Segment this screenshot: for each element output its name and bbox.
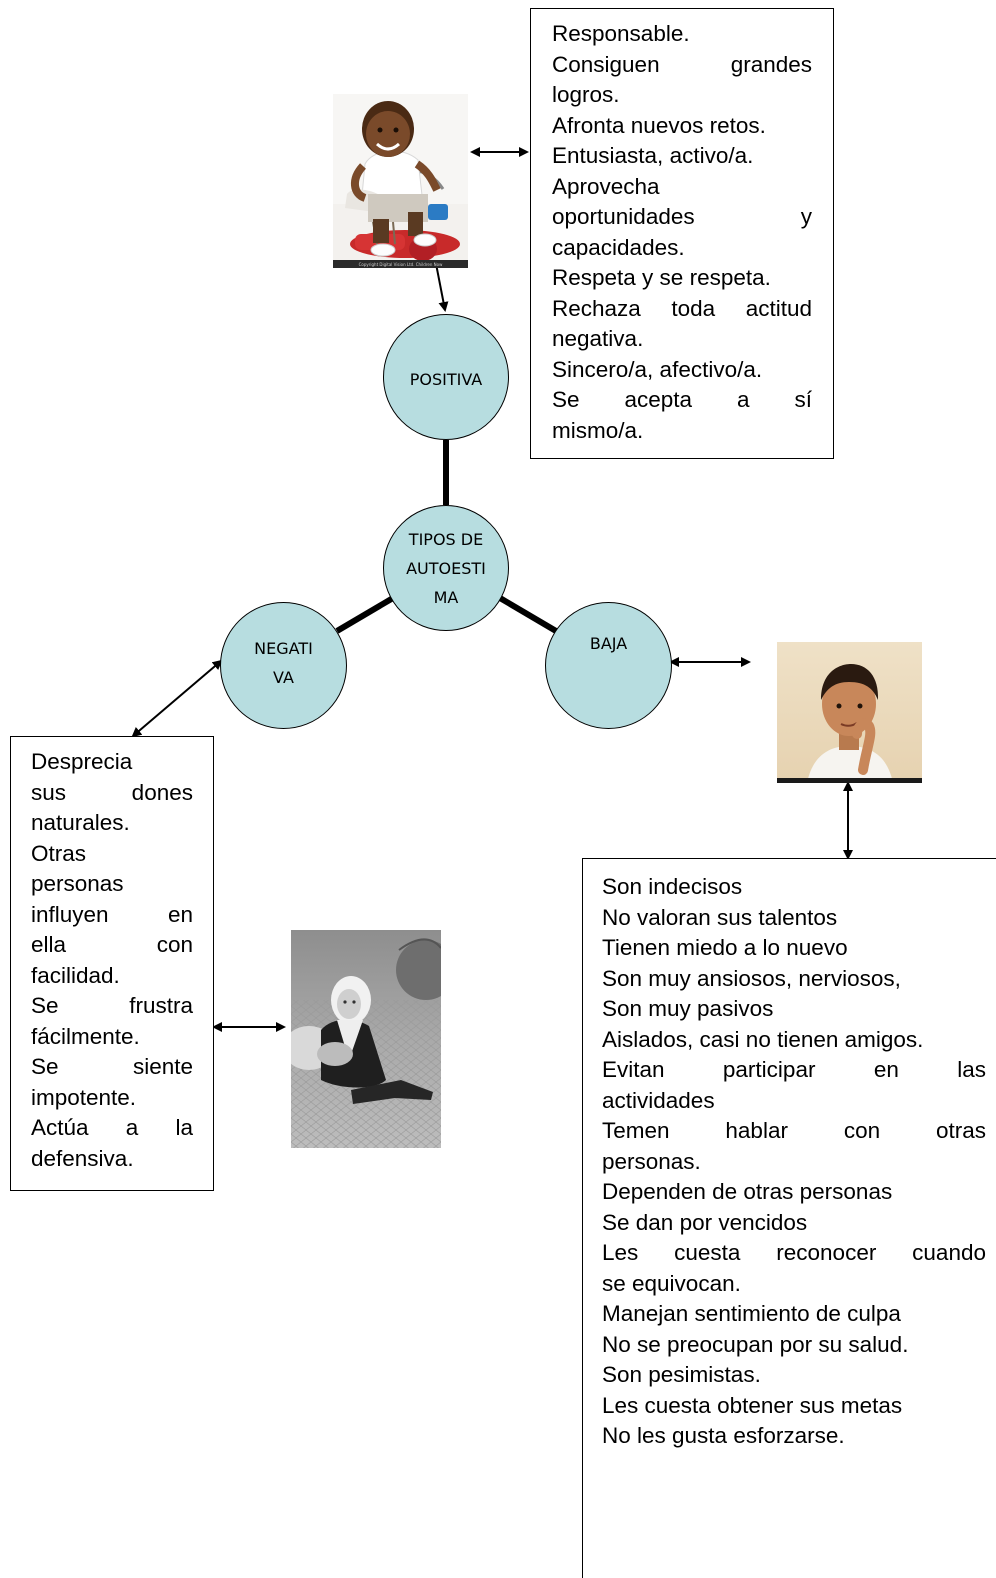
photo-thinking-boy: [777, 642, 922, 783]
box-positiva-line: Sincero/a, afectivo/a.: [552, 356, 763, 382]
box-baja-line: Se dan por vencidos: [602, 1209, 808, 1235]
box-baja-line: Son indecisos: [602, 874, 743, 899]
box-positiva-lines: Responsable. Consiguen grandes logros. Afro…: [552, 19, 812, 446]
arrow-node-negativa-to-box: [131, 659, 223, 738]
box-baja-line: Tienen miedo a lo nuevo: [602, 935, 848, 960]
box-baja-line: Aislados, casi no tienen amigos.: [602, 1026, 924, 1052]
box-negativa-line: naturales.: [31, 810, 130, 835]
box-negativa-line: personas: [31, 871, 124, 896]
node-baja-label: BAJA: [589, 634, 628, 653]
box-negativa-line: Se siente: [31, 1054, 193, 1079]
box-positiva-line: Afronta nuevos retos.: [552, 112, 766, 138]
box-baja-line: actividades: [602, 1087, 715, 1113]
box-baja-line: No valoran sus talentos: [602, 904, 838, 930]
box-negativa-line: fácilmente.: [31, 1023, 140, 1049]
box-positiva-line: Respeta y se respeta.: [552, 265, 771, 290]
box-positiva-line: Rechaza toda actitud: [552, 295, 812, 321]
node-positiva-label: POSITIVA: [409, 369, 483, 389]
box-baja-line: Les cuesta obtener sus metas: [602, 1392, 903, 1418]
box-baja-line: No les gusta esforzarse.: [602, 1423, 845, 1448]
node-negativa-label: NEGATI VA: [254, 638, 313, 687]
box-positiva-line: Aprovecha: [552, 173, 660, 199]
box-negativa-line: facilidad.: [31, 962, 120, 988]
box-negativa-line: Otras: [31, 840, 87, 866]
box-baja-line: Son muy ansiosos, nerviosos,: [602, 965, 901, 991]
box-baja-line: Son muy pasivos: [602, 996, 774, 1021]
photo-toddler-on-toy: Copyright Digital Vision Ltd. Children N…: [333, 94, 468, 268]
box-positiva-line: Responsable.: [552, 21, 690, 46]
box-positiva-line: Se acepta a sí: [552, 387, 812, 412]
box-positiva-line: capacidades.: [552, 234, 685, 260]
box-negativa-line: sus dones: [31, 779, 193, 805]
box-positiva-line: mismo/a.: [552, 417, 644, 443]
node-tipos-label: TIPOS DE AUTOESTI MA: [406, 529, 486, 607]
box-negativa-line: impotente.: [31, 1084, 137, 1110]
box-baja-line: No se preocupan por su salud.: [602, 1331, 909, 1357]
box-positiva-line: Entusiasta, activo/a.: [552, 143, 754, 168]
photo-sitting-child: [291, 930, 441, 1148]
box-negativa-line: Actúa a la: [31, 1115, 193, 1140]
box-negativa-line: defensiva.: [31, 1145, 134, 1171]
spoke-negativa: [335, 595, 395, 634]
box-baja-line: Manejan sentimiento de culpa: [602, 1301, 901, 1326]
box-positiva-traits: Responsable. Consiguen grandes logros. Afro…: [530, 8, 834, 459]
box-positiva-line: oportunidades y: [552, 204, 812, 229]
spoke-baja: [498, 595, 558, 634]
box-negativa-line: Se frustra: [31, 993, 193, 1018]
node-baja: BAJA: [545, 602, 672, 729]
photo-caption: Copyright Digital Vision Ltd. Children N…: [359, 262, 444, 267]
box-baja-line: Dependen de otras personas: [602, 1179, 893, 1204]
box-positiva-line: negativa.: [552, 326, 644, 351]
box-baja-line: se equivocan.: [602, 1270, 741, 1296]
box-baja-line: personas.: [602, 1148, 701, 1174]
box-baja-line: Son pesimistas.: [602, 1362, 761, 1387]
box-negativa-traits: Desprecia sus dones naturales. Otras persona…: [10, 736, 214, 1191]
node-tipos-de-autoestima: TIPOS DE AUTOESTI MA: [383, 505, 509, 631]
box-negativa-line: ella con: [31, 932, 193, 957]
node-positiva: POSITIVA: [383, 314, 509, 440]
box-negativa-line: Desprecia: [31, 749, 133, 774]
node-negativa: NEGATI VA: [220, 602, 347, 729]
box-baja-line: Temen hablar con otras: [602, 1118, 986, 1143]
box-negativa-lines: Desprecia sus dones naturales. Otras persona…: [31, 747, 193, 1174]
box-negativa-line: influyen en: [31, 901, 193, 927]
box-positiva-line: logros.: [552, 82, 620, 107]
box-baja-line: Evitan participar en las: [602, 1057, 986, 1082]
box-positiva-line: Consiguen grandes: [552, 51, 812, 77]
box-baja-line: Les cuesta reconocer cuando: [602, 1240, 986, 1265]
